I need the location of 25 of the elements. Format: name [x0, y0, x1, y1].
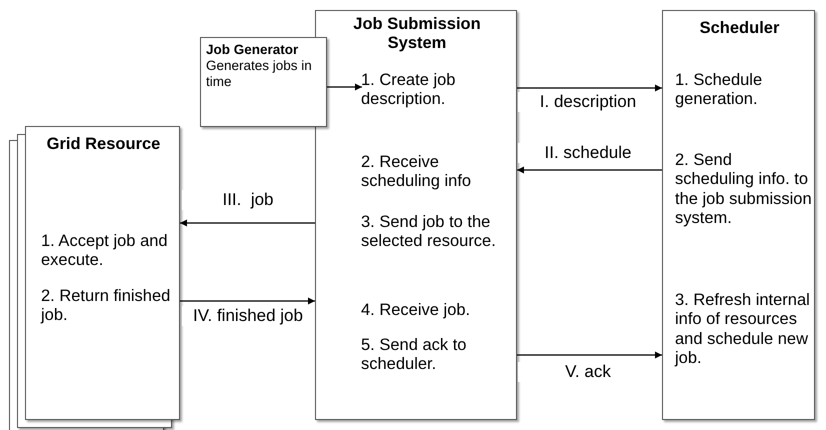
box-text: 4. Receive job.	[361, 301, 472, 320]
arrow	[327, 84, 362, 90]
box-text: 1. Accept job and execute.	[41, 232, 169, 271]
box-text: 5. Send ack to scheduler.	[361, 336, 468, 375]
arrow	[517, 352, 662, 358]
arrow	[517, 166, 662, 174]
process-box	[315, 10, 517, 420]
box-text: 3. Send job to the selected resource.	[361, 213, 497, 252]
box-text: 2. Return finished job.	[41, 287, 172, 326]
box-title: Grid Resource	[46, 135, 162, 154]
box-title: Scheduler	[698, 19, 780, 38]
box-text: 3. Refresh internal info of resources and schedule new job.	[675, 291, 811, 369]
box-text: 2. Receive scheduling info	[361, 153, 472, 192]
arrow	[180, 298, 315, 304]
box-text: 2. Send scheduling info. to the job submission system.	[675, 151, 812, 229]
box-text: Generates jobs in time	[206, 58, 313, 90]
box-title: Job Generator	[206, 42, 300, 58]
process-box	[25, 126, 180, 420]
arrow	[180, 220, 315, 226]
arrow	[517, 84, 662, 92]
box-text: 1. Schedule generation.	[675, 71, 764, 110]
box-text: 1. Create job description.	[361, 71, 456, 110]
process-box	[662, 10, 815, 420]
box-title: Job Submission System	[352, 15, 482, 54]
process-box	[200, 37, 327, 127]
